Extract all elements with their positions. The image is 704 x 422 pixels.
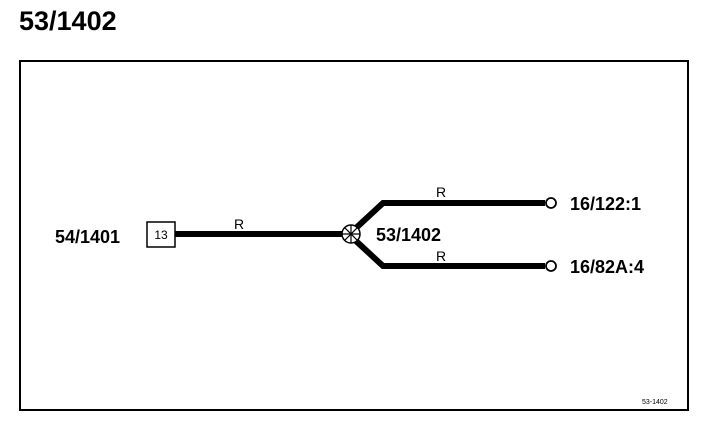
branch-wire-lower-label: R bbox=[436, 248, 446, 264]
left-component-label: 54/1401 bbox=[55, 227, 120, 247]
terminal-lower-icon bbox=[545, 260, 557, 272]
branch-wire-upper bbox=[353, 200, 545, 231]
main-wire-label: R bbox=[234, 216, 244, 232]
terminal-upper-label: 16/122:1 bbox=[570, 194, 641, 214]
terminal-lower-label: 16/82A:4 bbox=[570, 257, 644, 277]
branch-wire-lower bbox=[353, 238, 545, 269]
corner-reference: 53-1402 bbox=[642, 399, 668, 406]
splice-icon bbox=[341, 224, 361, 244]
page-title: 53/1402 bbox=[19, 6, 117, 36]
connector-box bbox=[146, 221, 176, 248]
branch-wire-upper-label: R bbox=[436, 184, 446, 200]
terminal-upper-icon bbox=[545, 197, 557, 209]
connector-box-number: 13 bbox=[154, 228, 168, 242]
splice-label: 53/1402 bbox=[376, 225, 441, 245]
